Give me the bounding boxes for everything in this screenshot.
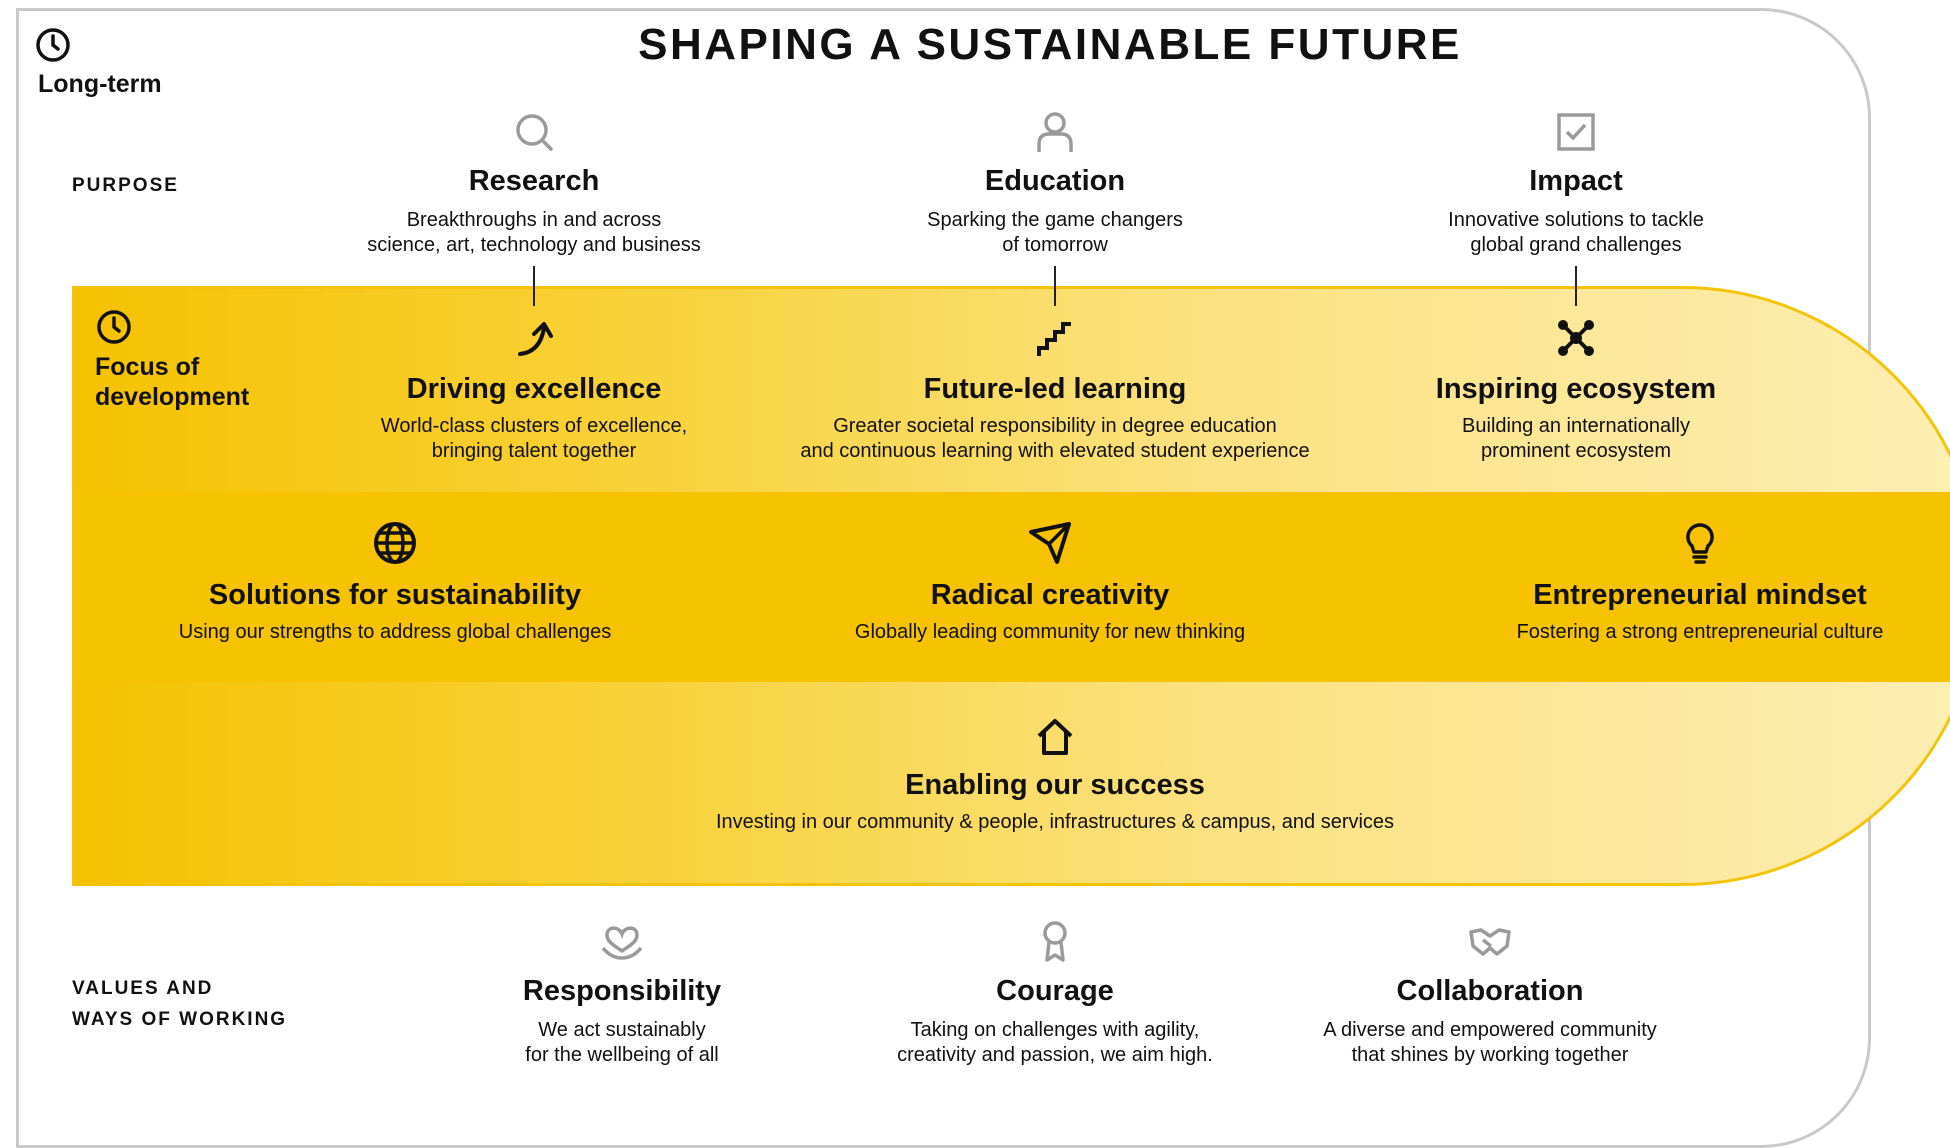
purpose-desc-line2: global grand challenges <box>1470 234 1682 256</box>
focus-desc-line1: Greater societal responsibility in degre… <box>833 415 1277 437</box>
focus-title: Solutions for sustainability <box>208 579 582 611</box>
purpose-title: Research <box>468 165 600 197</box>
value-desc-line2: for the wellbeing of all <box>525 1044 719 1066</box>
value-desc-line1: A diverse and empowered community <box>1323 1019 1657 1041</box>
purpose-item-impact: Impact Innovative solutions to tackle gl… <box>1326 110 1826 258</box>
values-label-line2: WAYS OF WORKING <box>72 1009 288 1030</box>
focus-title: Entrepreneurial mindset <box>1533 579 1867 611</box>
purpose-item-education: Education Sparking the game changers of … <box>805 110 1305 258</box>
stairs-icon <box>1037 322 1071 356</box>
focus-title: Future-led learning <box>923 373 1187 405</box>
value-desc-line2: creativity and passion, we aim high. <box>897 1044 1213 1066</box>
focus-title: Enabling our success <box>905 769 1205 801</box>
purpose-title: Education <box>984 165 1126 197</box>
value-title: Courage <box>996 975 1114 1007</box>
purpose-desc-line2: of tomorrow <box>1002 234 1108 256</box>
medal-icon <box>1043 921 1067 962</box>
network-icon <box>1558 320 1594 356</box>
purpose-desc-line1: Breakthroughs in and across <box>406 209 662 231</box>
search-icon <box>516 114 553 151</box>
focus-desc: Fostering a strong entrepreneurial cultu… <box>1516 621 1884 643</box>
lightbulb-icon <box>1686 523 1714 564</box>
focus-label-line1: Focus of <box>95 353 200 381</box>
value-desc-line2: that shines by working together <box>1351 1044 1629 1066</box>
values-label-line1: VALUES AND <box>72 978 214 999</box>
focus-desc: Using our strengths to address global ch… <box>178 621 612 643</box>
value-desc-line1: We act sustainably <box>538 1019 706 1041</box>
value-item-collaboration: Collaboration A diverse and empowered co… <box>1240 918 1740 1068</box>
page-title: SHAPING A SUSTAINABLE FUTURE <box>638 20 1462 69</box>
focus-label-line2: development <box>95 383 250 411</box>
value-desc-line1: Taking on challenges with agility, <box>910 1019 1200 1041</box>
purpose-item-research: Research Breakthroughs in and across sci… <box>284 110 784 258</box>
focus-desc-line2: and continuous learning with elevated st… <box>800 440 1310 462</box>
clock-icon <box>36 28 70 62</box>
timeframe-label: Long-term <box>38 70 162 98</box>
focus-desc-line1: World-class clusters of excellence, <box>380 415 688 437</box>
value-item-courage: Courage Taking on challenges with agilit… <box>805 918 1305 1068</box>
focus-band <box>72 286 1950 886</box>
value-item-responsibility: Responsibility We act sustainably for th… <box>372 918 872 1068</box>
checkbox-icon <box>1557 113 1595 151</box>
value-title: Responsibility <box>522 975 722 1007</box>
clock-icon <box>97 310 131 344</box>
globe-icon <box>374 522 416 564</box>
focus-item-entrepreneurial-mindset: Entrepreneurial mindset Fostering a stro… <box>1405 520 1950 645</box>
arrow-up-right-icon <box>518 322 553 356</box>
focus-item-solutions-for-sustainability: Solutions for sustainability Using our s… <box>100 520 690 645</box>
connector-line <box>1575 266 1577 306</box>
focus-title: Driving excellence <box>406 373 662 405</box>
focus-desc-line2: prominent ecosystem <box>1480 440 1672 462</box>
focus-item-inspiring-ecosystem: Inspiring ecosystem Building an internat… <box>1326 316 1826 464</box>
handshake-icon <box>1469 928 1511 956</box>
focus-title: Radical creativity <box>930 579 1170 611</box>
focus-desc-line2: bringing talent together <box>431 440 637 462</box>
purpose-desc-line1: Innovative solutions to tackle <box>1448 209 1704 231</box>
purpose-desc-line2: science, art, technology and business <box>367 234 701 256</box>
focus-desc-line1: Building an internationally <box>1462 415 1690 437</box>
purpose-label: PURPOSE <box>72 175 179 196</box>
person-icon <box>1037 112 1073 152</box>
focus-title: Inspiring ecosystem <box>1435 373 1717 405</box>
connector-line <box>1054 266 1056 306</box>
focus-item-driving-excellence: Driving excellence World-class clusters … <box>284 316 784 464</box>
focus-desc: Investing in our community & people, inf… <box>715 811 1395 833</box>
focus-item-future-led-learning: Future-led learning Greater societal res… <box>705 316 1405 464</box>
heart-hands-icon <box>601 926 643 960</box>
values-label: VALUES AND WAYS OF WORKING <box>72 973 287 1035</box>
value-title: Collaboration <box>1396 975 1584 1007</box>
house-icon <box>1037 719 1073 755</box>
connector-line <box>533 266 535 306</box>
purpose-title: Impact <box>1529 165 1623 197</box>
focus-item-radical-creativity: Radical creativity Globally leading comm… <box>755 520 1345 645</box>
paper-plane-icon <box>1029 522 1071 564</box>
focus-item-enabling-our-success: Enabling our success Investing in our co… <box>605 716 1505 835</box>
focus-desc: Globally leading community for new think… <box>854 621 1246 643</box>
focus-label: Focus of development <box>95 352 249 412</box>
purpose-desc-line1: Sparking the game changers <box>927 209 1183 231</box>
